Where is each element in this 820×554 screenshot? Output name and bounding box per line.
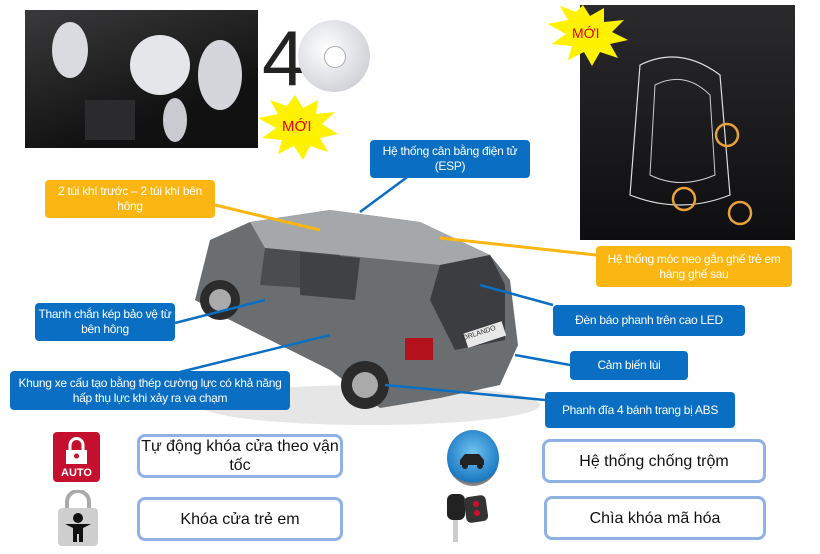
new-badge-right: MỚI xyxy=(572,25,600,41)
anti-theft-icon xyxy=(447,430,499,486)
callout-child-seat-anchor: Hệ thống móc neo gắn ghế trẻ em hàng ghế… xyxy=(596,246,792,287)
auto-icon-label: AUTO xyxy=(61,467,92,479)
callout-steel-frame: Khung xe cấu tạo bằng thép cường lực có … xyxy=(10,371,290,410)
callout-abs-brakes: Phanh đĩa 4 bánh trang bị ABS xyxy=(545,392,735,428)
airbag-photo xyxy=(25,10,258,148)
feature-anti-theft: Hệ thống chống trộm xyxy=(542,439,766,483)
coded-key-icon xyxy=(443,492,515,546)
callout-side-beams: Thanh chắn kép bảo vệ từ bên hông xyxy=(35,303,175,341)
callout-led-brake-light: Đèn báo phanh trên cao LED xyxy=(553,305,745,336)
airbag-icon xyxy=(298,20,370,92)
callout-airbags: 2 túi khí trước – 2 túi khí bên hông xyxy=(45,180,215,218)
auto-lock-icon: AUTO xyxy=(53,432,100,482)
new-badge-left: MỚI xyxy=(282,118,312,135)
callout-esp: Hệ thống cân bằng điện tử (ESP) xyxy=(370,140,530,178)
feature-auto-lock: Tự động khóa cửa theo vận tốc xyxy=(137,434,343,478)
callout-reverse-sensor: Cảm biến lùi xyxy=(570,351,688,380)
feature-child-lock: Khóa cửa trẻ em xyxy=(137,497,343,541)
child-lock-icon xyxy=(55,490,101,548)
feature-coded-key: Chìa khóa mã hóa xyxy=(544,496,766,540)
